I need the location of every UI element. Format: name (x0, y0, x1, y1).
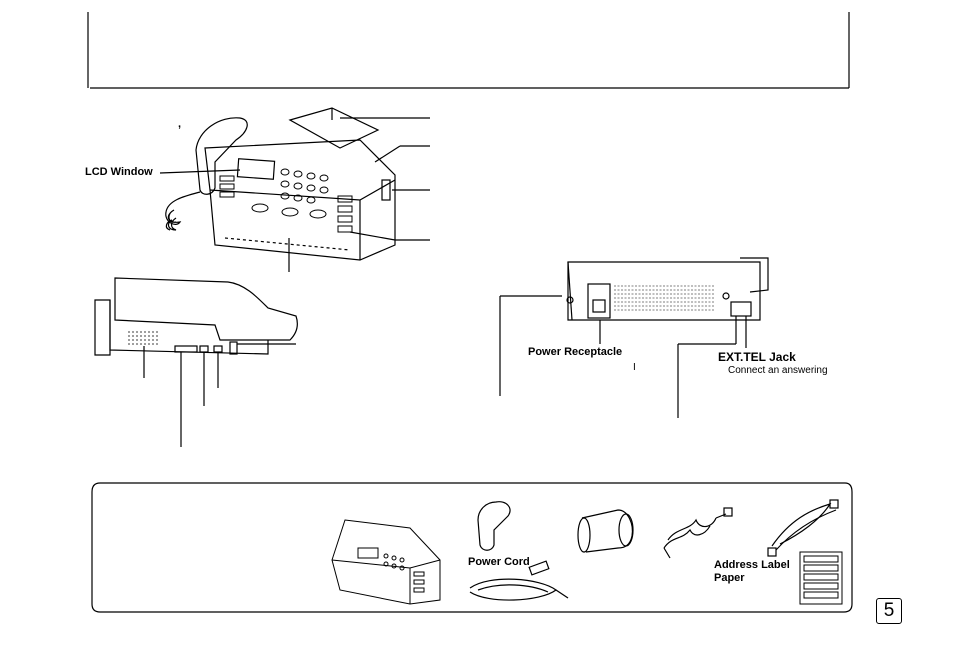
accessory-fax-unit (331, 519, 441, 605)
fax-side-illustration (94, 277, 298, 447)
accessory-handset (477, 501, 511, 551)
fax-rear-illustration (499, 257, 769, 418)
fax-front-illustration (159, 107, 430, 272)
ext-tel-jack-description: Connect an answering (728, 365, 828, 376)
stray-mark: , (178, 118, 182, 130)
address-label-paper-label-line2: Paper (714, 572, 745, 584)
accessory-address-label-sheet (799, 551, 843, 605)
lcd-window-label: LCD Window (85, 166, 153, 178)
accessory-paper-roll (577, 509, 634, 553)
accessory-telephone-cord (767, 499, 839, 557)
accessories-frame (91, 482, 853, 613)
page-number: 5 (876, 598, 902, 624)
power-receptacle-label: Power Receptacle (528, 346, 623, 358)
ext-tel-jack-label: EXT.TEL Jack (718, 350, 796, 364)
accessory-power-cord (469, 560, 569, 601)
address-label-paper-label-line1: Address Label (714, 559, 790, 571)
stray-mark: I (633, 362, 636, 373)
power-cord-label: Power Cord (468, 556, 530, 568)
accessory-handset-cord (663, 507, 733, 559)
